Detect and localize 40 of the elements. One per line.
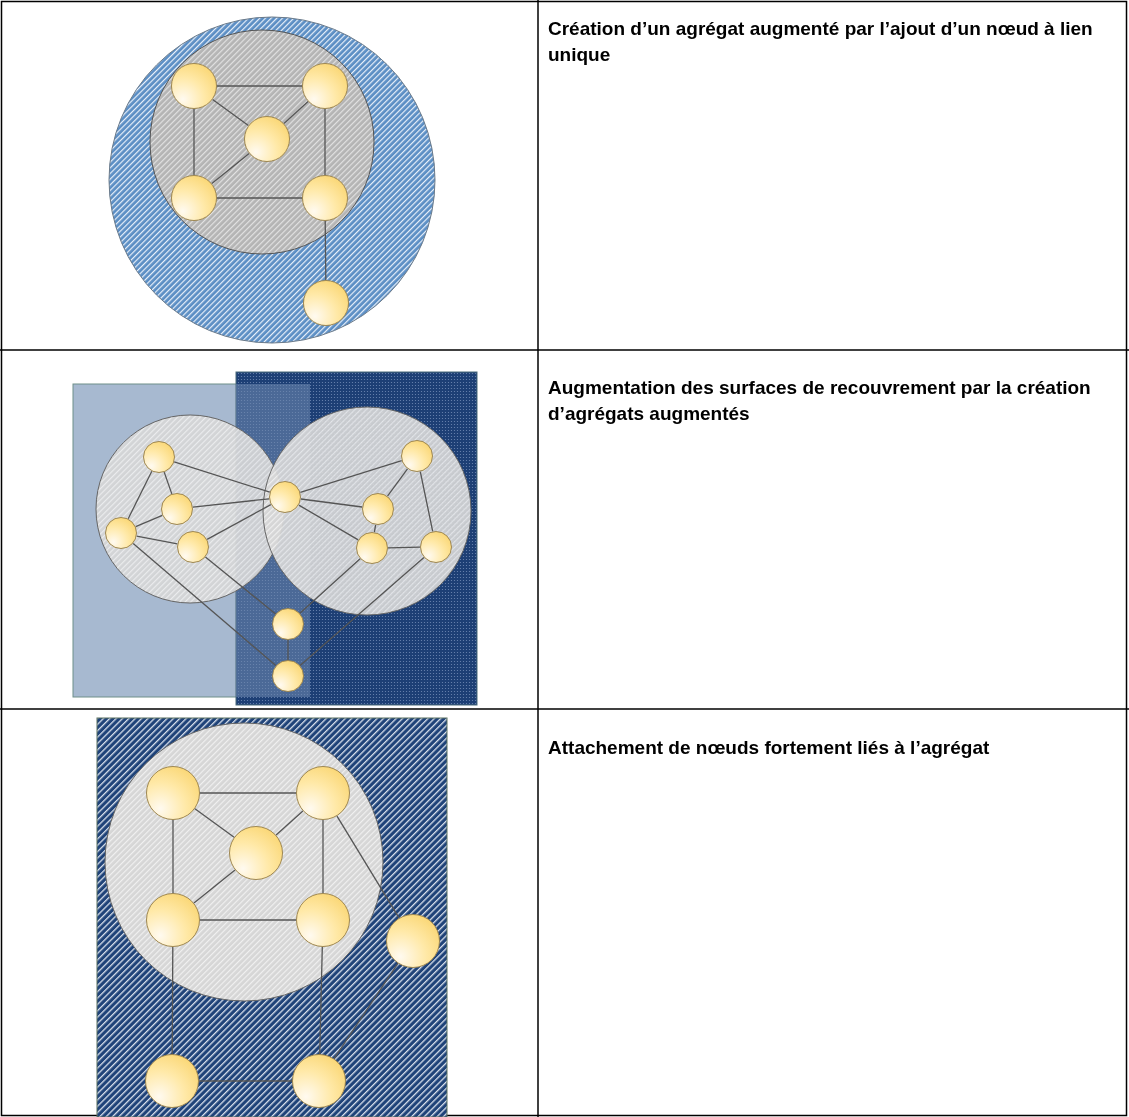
- link-line: [204, 556, 277, 615]
- link-line: [193, 869, 236, 904]
- link-line: [275, 810, 304, 836]
- link-line: [419, 471, 434, 532]
- description-text: Augmentation des surfaces de recouvrement par la création d’agrégats augmentés: [548, 376, 1092, 426]
- link-line: [171, 946, 174, 1055]
- link-line: [173, 461, 271, 493]
- link-line: [216, 85, 303, 87]
- link-line: [172, 819, 174, 894]
- link-line: [324, 108, 326, 176]
- link-line: [298, 504, 359, 541]
- link-line: [199, 792, 297, 794]
- link-line: [322, 819, 324, 894]
- link-line: [387, 546, 421, 549]
- link-line: [163, 471, 173, 495]
- link-line: [135, 514, 163, 528]
- link-line: [211, 98, 250, 127]
- link-line: [193, 108, 195, 176]
- link-line: [194, 808, 235, 838]
- link-line: [299, 460, 403, 493]
- link-line: [216, 197, 303, 199]
- link-line: [127, 470, 153, 520]
- link-line: [206, 503, 272, 541]
- link-line: [136, 535, 178, 545]
- link-line: [132, 542, 277, 667]
- link-line: [287, 639, 289, 661]
- link-line: [299, 558, 361, 614]
- link-line: [211, 152, 250, 185]
- link-line: [333, 962, 399, 1060]
- link-line: [386, 468, 409, 497]
- link-line: [373, 524, 377, 533]
- link-line: [299, 556, 425, 667]
- link-line: [319, 946, 323, 1055]
- link-line: [283, 100, 309, 125]
- link-line: [199, 919, 297, 921]
- link-line: [336, 815, 400, 919]
- description-text: Attachement de nœuds fortement liés à l’agrégat: [548, 736, 991, 760]
- link-line: [192, 498, 270, 508]
- description-text: Création d’un agrégat augmenté par l’ajout d’un nœud à lien unique: [548, 17, 1094, 67]
- link-line: [300, 498, 363, 508]
